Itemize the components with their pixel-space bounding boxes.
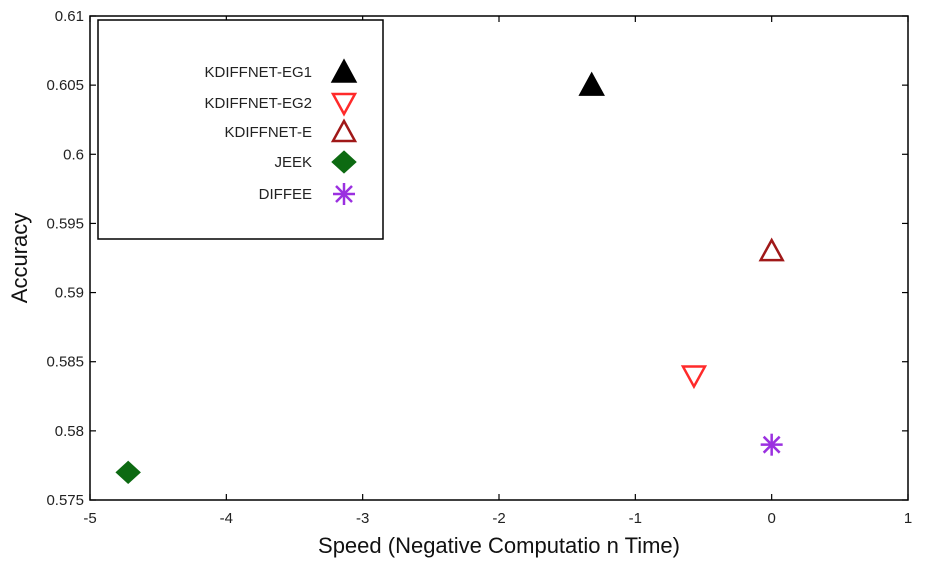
x-tick-label: -1 bbox=[629, 510, 642, 527]
legend-marker bbox=[330, 92, 358, 117]
legend-marker bbox=[331, 150, 357, 174]
legend-label: KDIFFNET-E bbox=[224, 124, 312, 141]
legend-label: DIFFEE bbox=[259, 186, 312, 203]
legend-label: KDIFFNET-EG2 bbox=[204, 95, 312, 112]
data-point bbox=[760, 433, 783, 456]
y-tick-label: 0.59 bbox=[55, 285, 84, 302]
y-tick-label: 0.605 bbox=[46, 77, 84, 94]
y-tick-label: 0.575 bbox=[46, 492, 84, 509]
y-tick-label: 0.61 bbox=[55, 8, 84, 25]
y-axis-label: Accuracy bbox=[7, 213, 32, 303]
legend-marker bbox=[333, 183, 355, 205]
x-tick-label: -3 bbox=[356, 510, 369, 527]
y-tick-label: 0.6 bbox=[63, 146, 84, 163]
y-tick-labels: 0.575 0.58 0.585 0.59 0.595 0.6 0.605 0.61 bbox=[46, 8, 84, 509]
data-point bbox=[115, 460, 141, 485]
y-tick-label: 0.595 bbox=[46, 215, 84, 232]
x-axis-label: Speed (Negative Computatio n Time) bbox=[318, 533, 680, 558]
data-points bbox=[115, 71, 785, 485]
legend-marker bbox=[330, 118, 358, 143]
legend-label: KDIFFNET-EG1 bbox=[204, 64, 312, 81]
y-tick-label: 0.58 bbox=[55, 423, 84, 440]
data-point bbox=[680, 365, 708, 390]
x-tick-label: -2 bbox=[492, 510, 505, 527]
x-tick-label: 1 bbox=[904, 510, 912, 527]
data-point bbox=[758, 237, 785, 262]
x-tick-label: -4 bbox=[220, 510, 233, 527]
legend-label: JEEK bbox=[274, 154, 312, 171]
data-point bbox=[578, 71, 605, 96]
legend-marker bbox=[330, 58, 358, 83]
y-tick-label: 0.585 bbox=[46, 354, 84, 371]
legend-box bbox=[97, 19, 384, 240]
x-tick-labels: -5 -4 -3 -2 -1 0 1 bbox=[83, 510, 912, 527]
x-tick-label: 0 bbox=[767, 510, 775, 527]
x-tick-label: -5 bbox=[83, 510, 96, 527]
